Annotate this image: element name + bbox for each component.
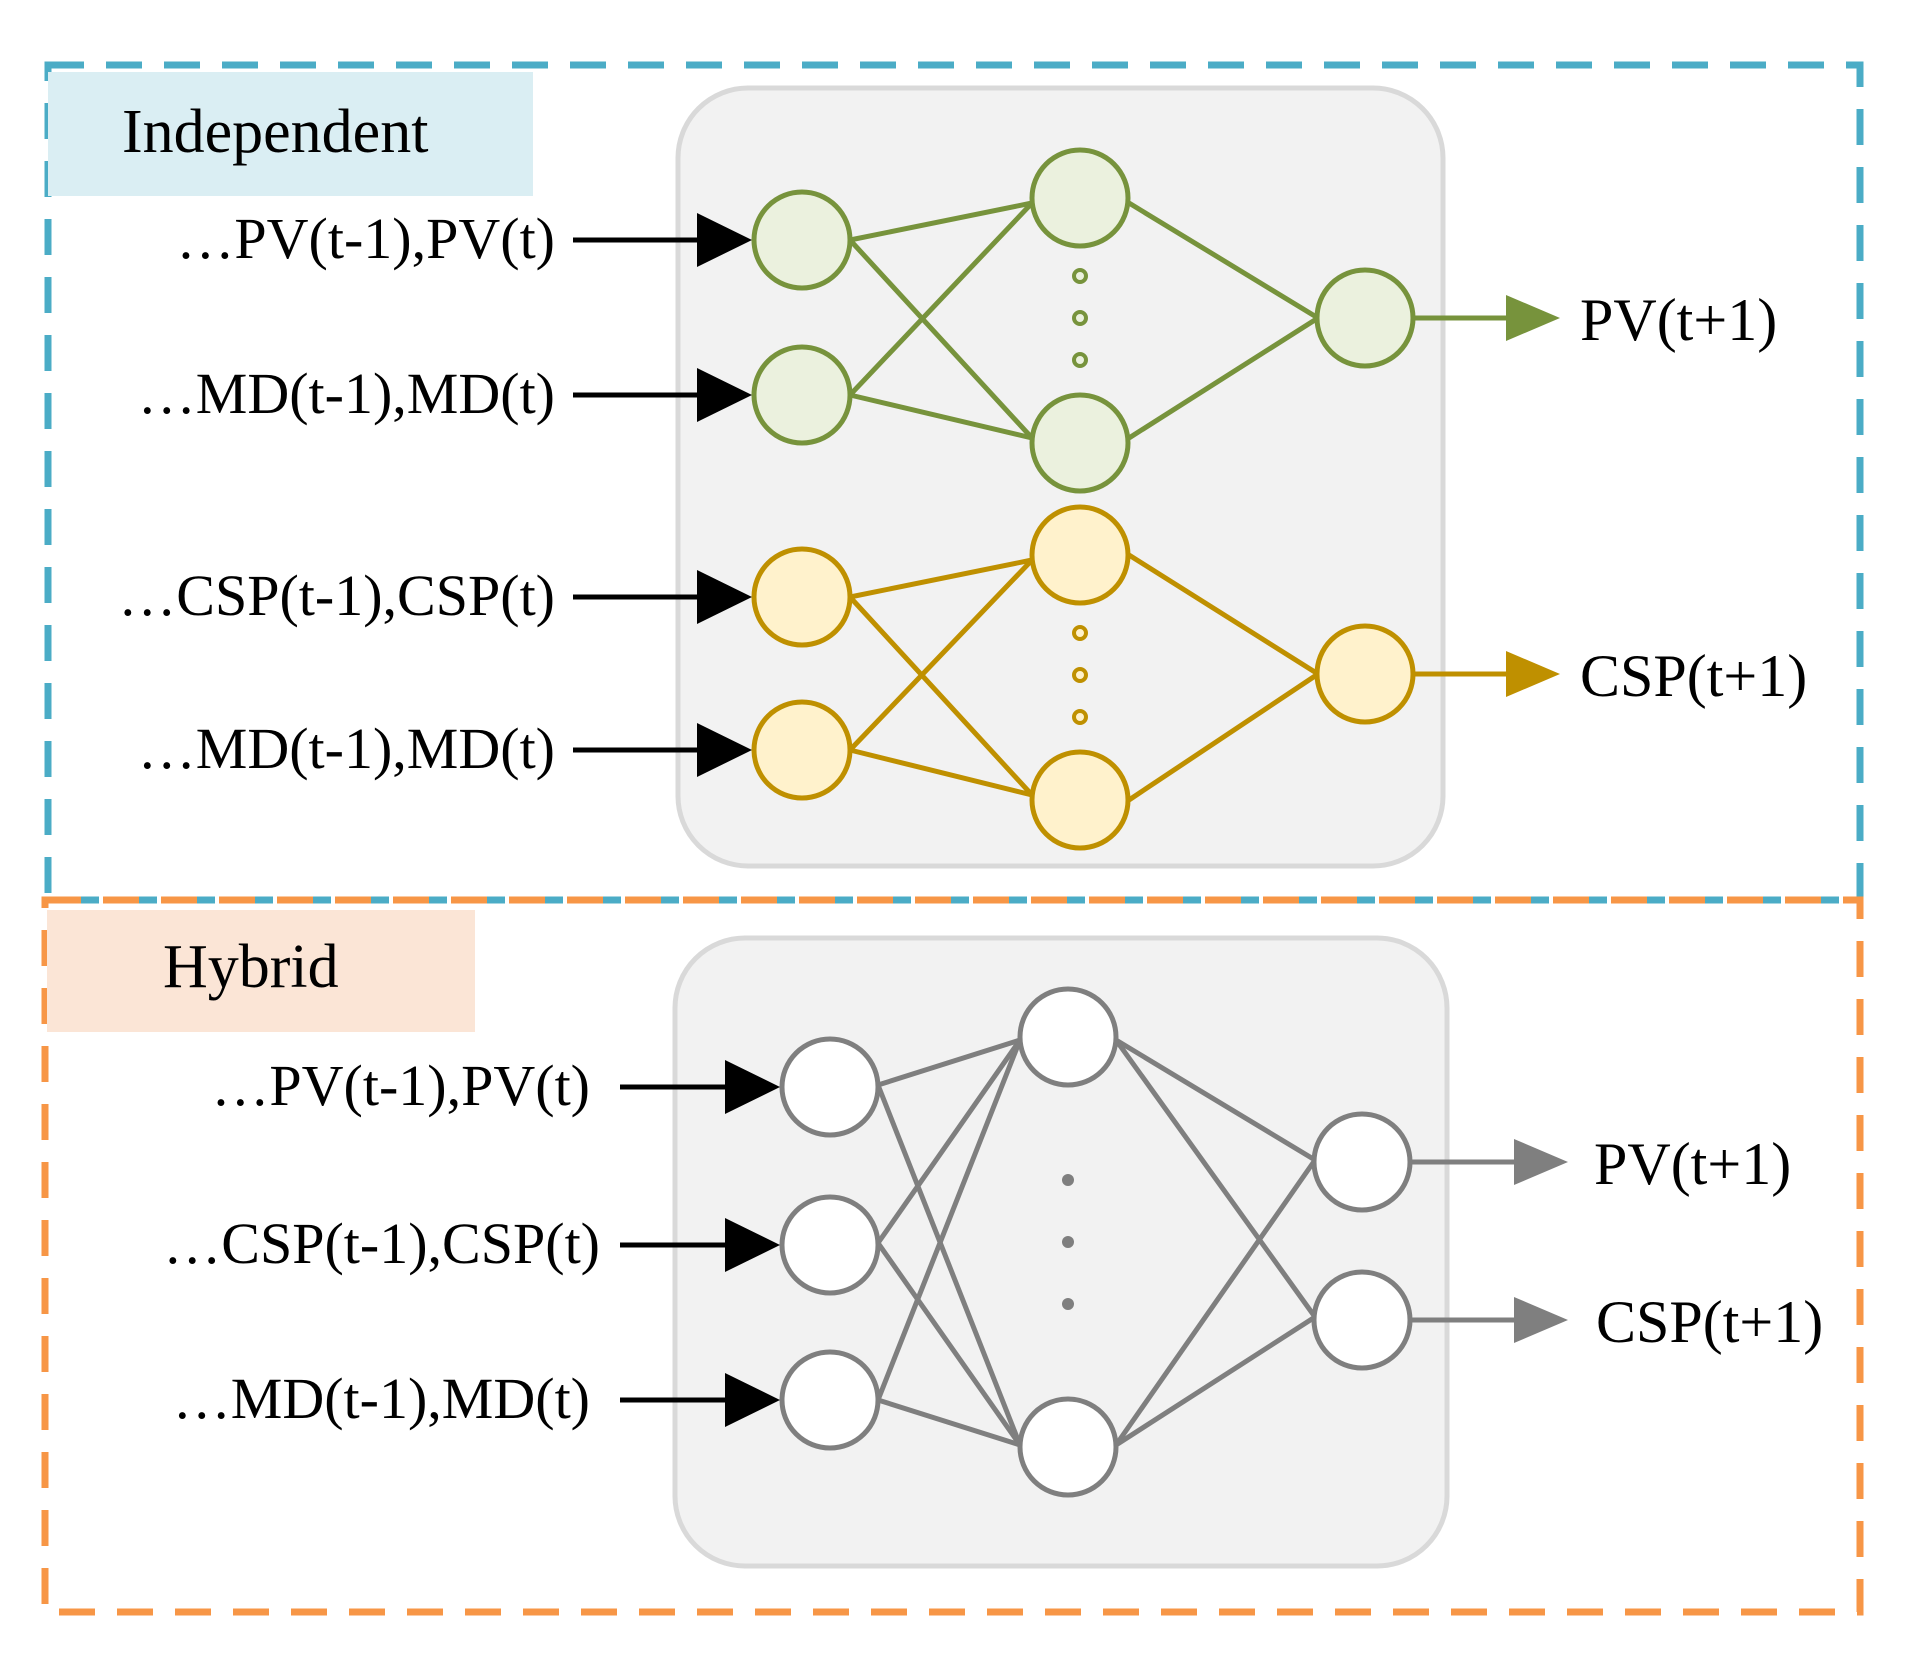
ellipsis-dot [1072,352,1088,368]
pv-output-arrowhead [1506,295,1560,341]
independent-input-arrows [573,237,700,753]
arrowhead [697,570,752,624]
hybrid-input-label-csp: …CSP(t-1),CSP(t) [163,1211,600,1276]
csp-connection [849,747,1033,798]
arrowhead [697,723,752,777]
csp-network-nodes [751,504,1416,851]
independent-output-labels: PV(t+1) CSP(t+1) [1580,287,1807,709]
ellipsis-dot [1072,667,1088,683]
pv-output-label: PV(t+1) [1580,287,1777,353]
hybrid-output-arrowheads [1514,1139,1568,1343]
hybrid-connection [875,1039,1023,1401]
hybrid-input-node [779,1036,881,1138]
hybrid-input-arrowheads [725,1060,780,1427]
hybrid-connection [877,1397,1021,1448]
arrowhead [697,368,752,422]
independent-section: Independent [44,61,1864,904]
independent-section-border [44,61,1864,904]
pv-output-node [1314,267,1416,369]
csp-connection [1127,671,1320,803]
arrowhead [725,1218,780,1272]
hybrid-connection [1114,1037,1317,1163]
hybrid-output-labels: PV(t+1) CSP(t+1) [1594,1131,1823,1355]
hybrid-network [875,1037,1520,1448]
pv-network-nodes [751,147,1416,494]
hybrid-label: Hybrid [163,933,339,1001]
arrowhead [1514,1139,1568,1185]
csp-hidden-node [1029,749,1131,851]
csp-network [848,552,1512,803]
independent-label-background [48,72,533,196]
pv-connection [849,392,1033,441]
hybrid-ellipsis-dots [1062,1174,1074,1310]
independent-input-labels: …PV(t-1),PV(t) …MD(t-1),MD(t) …CSP(t-1),… [118,206,555,781]
pv-hidden-node [1029,147,1131,249]
csp-output-label: CSP(t+1) [1580,643,1807,709]
hybrid-output-node [1311,1269,1413,1371]
hybrid-connection [875,1084,1023,1446]
ellipsis-dot [1072,625,1088,641]
ellipsis-dot [1062,1236,1074,1248]
hybrid-input-node [779,1194,881,1296]
pv-input-node [751,189,853,291]
pv-connection [849,200,1033,243]
pv-network [848,200,1512,441]
ellipsis-dot [1072,709,1088,725]
independent-label: Independent [122,98,428,166]
csp-net-input-label-csp: …CSP(t-1),CSP(t) [118,563,555,628]
hybrid-section-border [41,896,1864,1616]
hybrid-input-labels: …PV(t-1),PV(t) …CSP(t-1),CSP(t) …MD(t-1)… [163,1053,600,1431]
csp-ellipsis-dots [1072,625,1088,725]
pv-connection [1127,315,1320,441]
csp-input-node [751,699,853,801]
hybrid-input-node [779,1349,881,1451]
csp-connection [849,557,1033,600]
csp-hidden-node [1029,504,1131,606]
hybrid-connection [1113,1038,1318,1319]
pv-hidden-node [1029,392,1131,494]
hybrid-pv-output-label: PV(t+1) [1594,1131,1791,1197]
hybrid-connection [877,1037,1021,1088]
ellipsis-dot [1062,1174,1074,1186]
ellipsis-dot [1072,268,1088,284]
hybrid-output-node [1311,1111,1413,1213]
ellipsis-dot [1072,310,1088,326]
arrowhead [697,213,752,267]
hybrid-input-label-md: …MD(t-1),MD(t) [173,1366,590,1431]
csp-output-node [1314,623,1416,725]
pv-net-input-label-md: …MD(t-1),MD(t) [138,361,555,426]
independent-input-arrowheads [697,213,752,777]
pv-connection [848,238,1034,440]
hybrid-input-label-pv: …PV(t-1),PV(t) [211,1053,590,1118]
hybrid-connection [875,1241,1023,1447]
csp-input-node [751,546,853,648]
hybrid-input-arrows [620,1084,728,1403]
hybrid-hidden-node [1017,986,1119,1088]
csp-connection [1127,552,1320,677]
pv-input-node [751,344,853,446]
pv-connection [1127,200,1320,321]
pv-connection [848,201,1034,397]
arrowhead [725,1060,780,1114]
hybrid-csp-output-label: CSP(t+1) [1596,1289,1823,1355]
hybrid-label-background [47,910,475,1032]
csp-connection [848,558,1034,752]
arrowhead [725,1373,780,1427]
hybrid-network-nodes [779,986,1413,1498]
pv-net-input-label-pv: …PV(t-1),PV(t) [176,206,555,271]
csp-connection [848,595,1034,797]
pv-ellipsis-dots [1072,268,1088,368]
hybrid-connection [1114,1314,1317,1448]
hybrid-hidden-node [1017,1396,1119,1498]
hybrid-section: Hybrid [41,896,1864,1616]
hybrid-connection [875,1038,1023,1245]
ellipsis-dot [1062,1298,1074,1310]
csp-output-arrowhead [1506,651,1560,697]
arrowhead [1514,1297,1568,1343]
hybrid-connection [1113,1158,1318,1447]
csp-net-input-label-md: …MD(t-1),MD(t) [138,716,555,781]
